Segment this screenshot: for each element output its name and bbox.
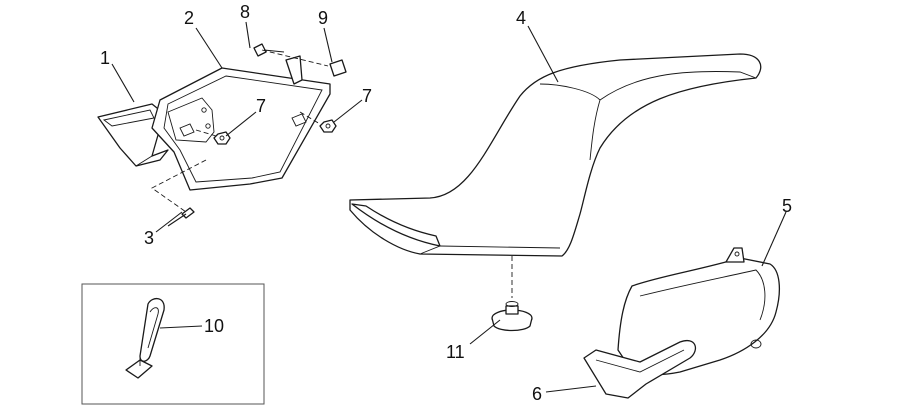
assembly-guide-lines [151,49,513,298]
part-4-seat [349,53,762,257]
inset-box [81,283,265,405]
callout-2: 2 [184,8,194,28]
callout-3: 3 [144,228,154,248]
part-1-left-trim [97,103,169,167]
callout-labels: 1 2 3 4 5 6 7 7 8 9 10 11 [100,2,792,404]
part-2-left-side-panel [151,67,331,191]
callout-11: 11 [446,342,465,362]
part-11-rubber-bumper [491,301,533,332]
callout-8: 8 [240,2,250,22]
part-6-right-trim [583,339,697,399]
callout-9: 9 [318,8,328,28]
leader-lines [111,21,787,393]
callout-4: 4 [516,8,526,28]
callout-1: 1 [100,48,110,68]
callout-6: 6 [532,384,542,404]
callout-5: 5 [782,196,792,216]
part-7-nut-right [319,119,337,133]
part-9-clip [285,55,347,85]
part-5-right-side-panel [617,247,781,376]
callout-10: 10 [204,316,224,336]
part-7-nut-left [213,131,231,145]
part-8-bolt [253,43,285,57]
callout-7-right: 7 [362,86,372,106]
part-3-screw [167,207,195,227]
part-10-tool [125,298,165,379]
callout-7-left: 7 [256,96,266,116]
